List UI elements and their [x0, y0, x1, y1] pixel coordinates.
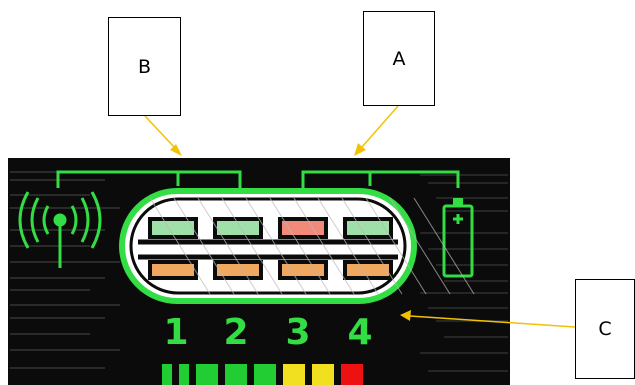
panel-texture: [10, 171, 508, 372]
callout-box-a: A: [363, 11, 435, 106]
player-group-bracket-left: [56, 170, 242, 188]
player-number-1: 1: [163, 312, 188, 353]
port-light-bottom-4: [343, 260, 393, 280]
port-light-top-3: [278, 217, 328, 239]
player-group-bracket-right: [301, 170, 460, 188]
signal-strength-meter: [162, 364, 363, 385]
port-light-bottom-1: [148, 260, 198, 280]
player-number-3: 3: [285, 312, 310, 353]
player-number-2: 2: [223, 312, 248, 353]
meter-segment-2: [179, 364, 189, 385]
port-light-top-1: [148, 217, 198, 239]
callout-box-b: B: [108, 17, 181, 116]
wireless-signal-icon: [18, 191, 102, 268]
port-light-top-2: [213, 217, 263, 239]
battery-icon: [442, 198, 474, 278]
port-lights: [148, 217, 393, 280]
callout-label-c: C: [598, 318, 612, 340]
meter-segment-5: [254, 364, 276, 385]
port-indicator-pill: [119, 188, 417, 304]
meter-segment-4: [225, 364, 247, 385]
port-light-top-4: [343, 217, 393, 239]
callout-arrow-c: [400, 310, 576, 328]
meter-segment-7: [312, 364, 334, 385]
meter-segment-3: [196, 364, 218, 385]
callout-label-b: B: [137, 55, 152, 78]
callout-arrow-a: [354, 105, 399, 156]
callout-arrow-b: [144, 115, 182, 156]
player-number-4: 4: [347, 312, 372, 353]
glare-lines: [149, 197, 475, 295]
meter-segment-1: [162, 364, 172, 385]
port-light-bottom-2: [213, 260, 263, 280]
port-light-bottom-3: [278, 260, 328, 280]
callout-box-c: C: [575, 279, 635, 379]
meter-segment-6: [283, 364, 305, 385]
callout-label-a: A: [392, 47, 406, 70]
meter-segment-8: [341, 364, 363, 385]
